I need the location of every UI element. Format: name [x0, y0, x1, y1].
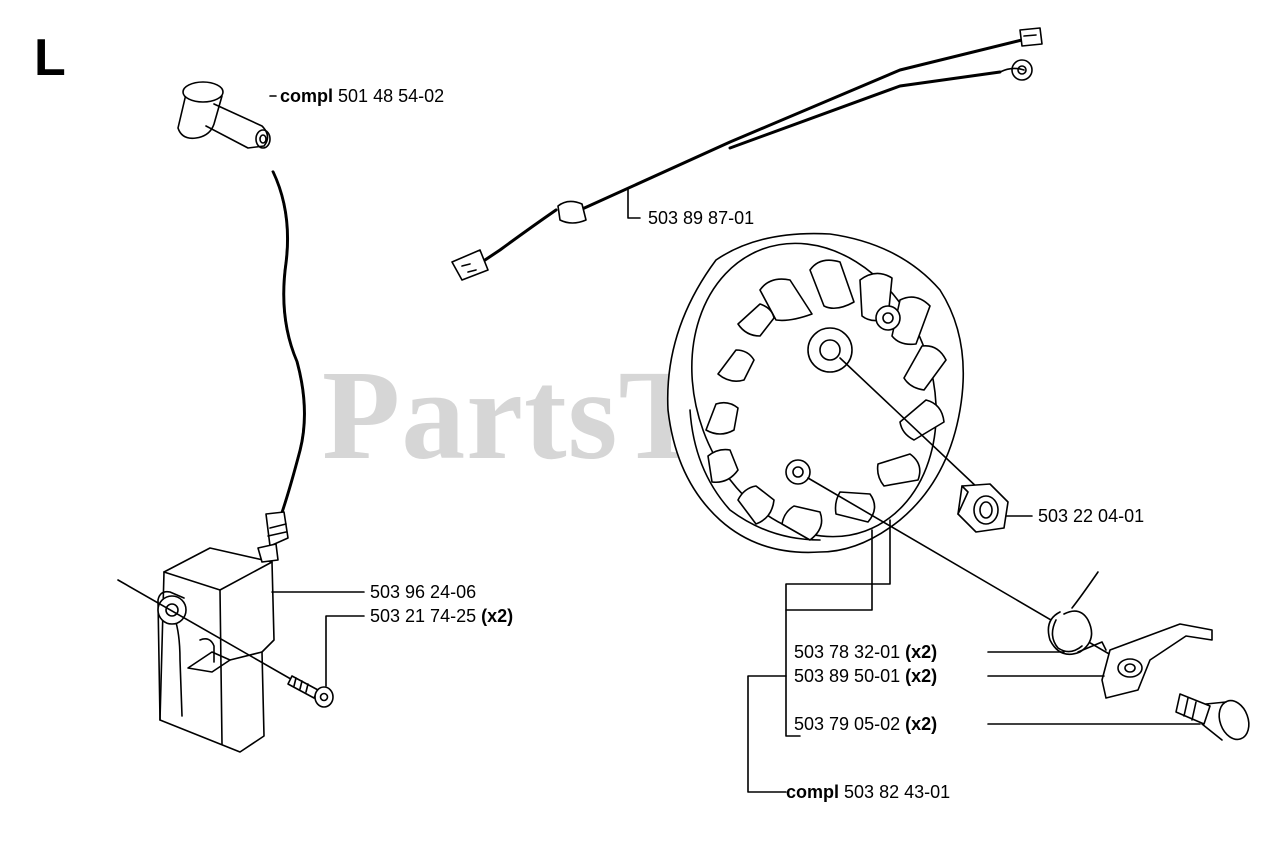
section-letter: L	[34, 29, 66, 87]
part-number: 503 89 50-01	[794, 666, 901, 686]
label-ignition-module[interactable]: 503 96 24-06	[370, 582, 476, 602]
ignition-module[interactable]	[157, 511, 289, 753]
pawl[interactable]	[1101, 623, 1213, 699]
axis-line-module	[117, 579, 311, 691]
leader-harness	[627, 187, 641, 219]
spark-plug-cap[interactable]	[177, 81, 271, 149]
part-number: 503 22 04-01	[1038, 506, 1145, 526]
part-number: 503 79 05-02	[794, 714, 901, 734]
pawl-pin[interactable]	[1175, 693, 1254, 744]
module-bore	[157, 595, 187, 625]
label-prefix: compl	[786, 782, 840, 802]
quantity: (x2)	[905, 714, 938, 734]
label-pawl[interactable]: 503 89 50-01 (x2)	[794, 666, 937, 686]
quantity: (x2)	[905, 666, 938, 686]
label-prefix: compl	[280, 86, 334, 106]
wire-harness[interactable]	[451, 27, 1043, 281]
pawl-spring[interactable]	[1047, 571, 1107, 656]
part-number: 503 78 32-01	[794, 642, 901, 662]
label-module-screw[interactable]: 503 21 74-25 (x2)	[370, 606, 513, 626]
module-screw[interactable]	[287, 675, 334, 708]
part-number: 503 96 24-06	[370, 582, 477, 602]
label-pawl-spring[interactable]: 503 78 32-01 (x2)	[794, 642, 937, 662]
label-wire-harness[interactable]: 503 89 87-01	[648, 208, 754, 228]
flywheel[interactable]	[652, 209, 976, 572]
label-pawl-pin[interactable]: 503 79 05-02 (x2)	[794, 714, 937, 734]
quantity: (x2)	[905, 642, 938, 662]
part-number: 503 82 43-01	[844, 782, 951, 802]
axis-line-nut	[839, 357, 981, 491]
label-spark-plug-cap[interactable]: compl 501 48 54-02	[280, 86, 444, 106]
flywheel-nut[interactable]	[957, 483, 1009, 533]
label-flywheel[interactable]: compl 503 82 43-01	[786, 782, 950, 802]
part-number: 501 48 54-02	[338, 86, 445, 106]
quantity: (x2)	[481, 606, 514, 626]
part-number: 503 21 74-25	[370, 606, 477, 626]
ht-lead	[271, 170, 306, 514]
leader-lines	[271, 519, 1201, 793]
label-flywheel-nut[interactable]: 503 22 04-01	[1038, 506, 1144, 526]
part-number: 503 89 87-01	[648, 208, 755, 228]
